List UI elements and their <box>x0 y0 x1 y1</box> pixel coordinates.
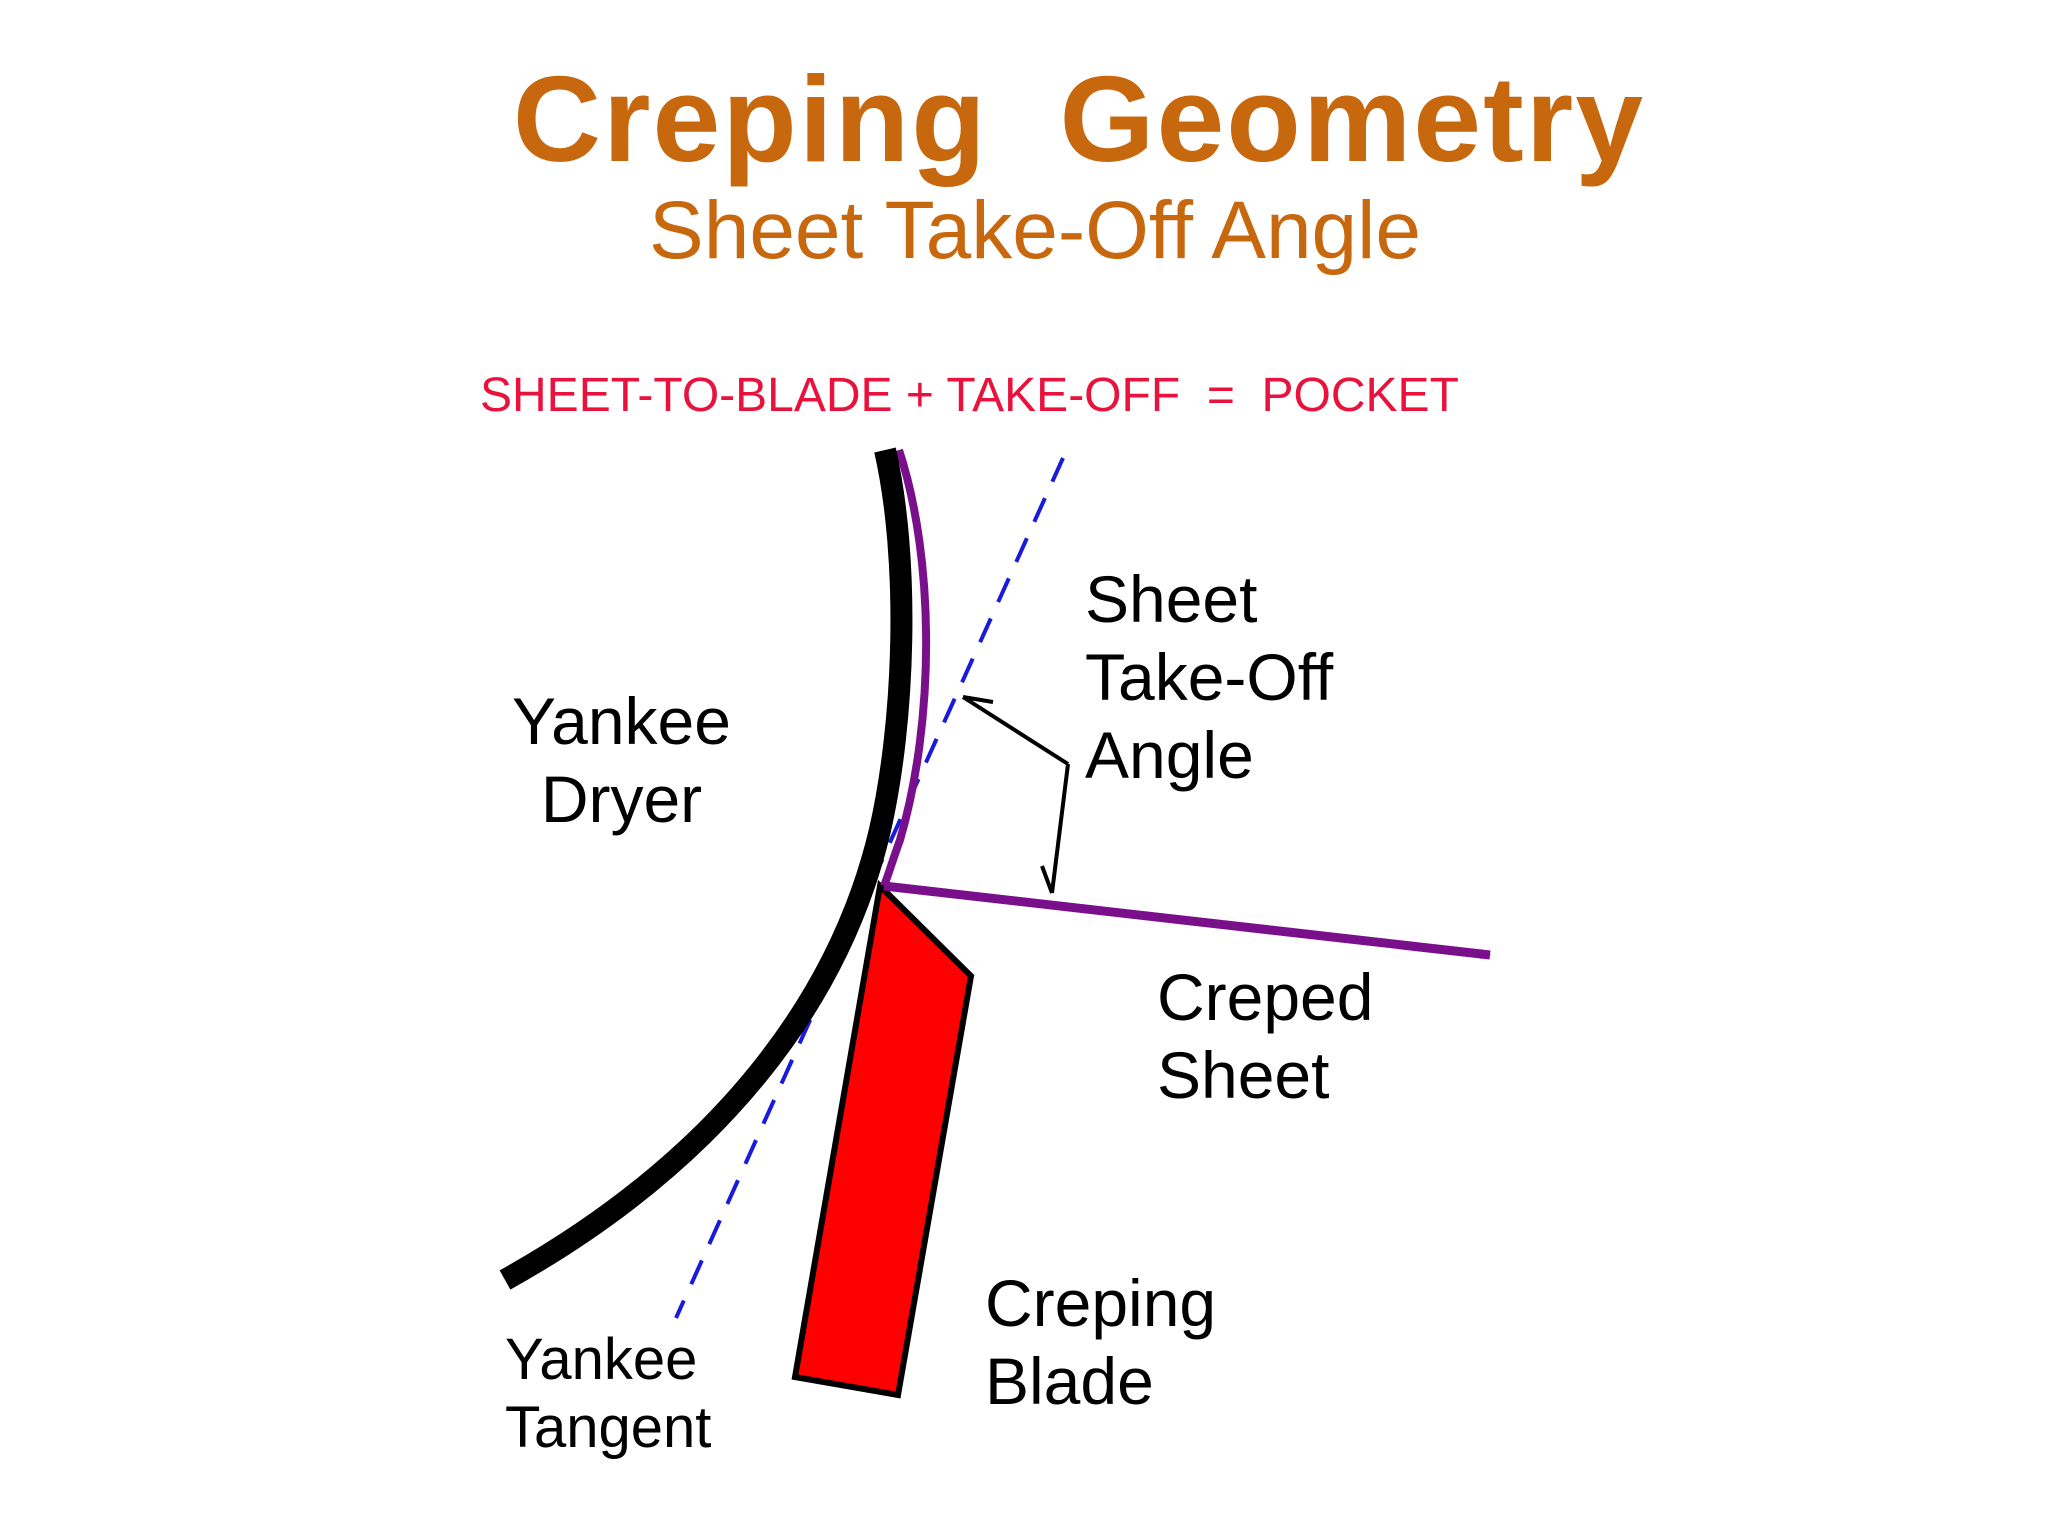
creped-sheet-arrow <box>883 881 1491 960</box>
sheet-on-dryer <box>880 448 931 888</box>
yankee-dryer-label: Yankee Dryer <box>512 684 731 836</box>
creped-sheet-label: Creped Sheet <box>1157 960 1374 1112</box>
yankee-dryer-surface <box>499 447 913 1290</box>
takeoff-angle-pointer <box>961 695 1070 894</box>
diagram-subtitle: Sheet Take-Off Angle <box>649 185 1421 276</box>
creping-blade-label: Creping Blade <box>985 1266 1217 1418</box>
creping-blade <box>791 879 975 1399</box>
yankee-tangent-line <box>674 457 1065 1319</box>
pocket-formula: SHEET-TO-BLADE + TAKE-OFF = POCKET <box>480 369 1459 422</box>
yankee-tangent-label: Yankee Tangent <box>505 1327 712 1460</box>
sheet-takeoff-angle-label: Sheet Take-Off Angle <box>1085 562 1334 792</box>
diagram-title: Creping Geometry <box>512 51 1646 187</box>
